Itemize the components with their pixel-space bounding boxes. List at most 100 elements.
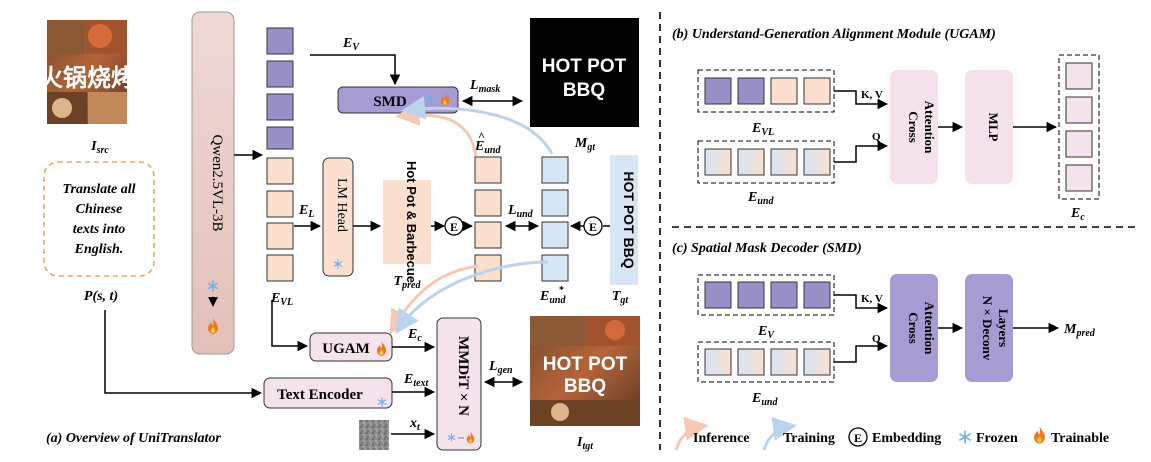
legend: Inference Training E Embedding Frozen Tr…: [674, 416, 1109, 451]
legend-embedding-symbol: E: [854, 431, 862, 445]
prompt-line-3: texts into: [73, 222, 126, 237]
mask-gt-label: Mgt: [574, 136, 596, 153]
evl-to-ugam-arrow: [271, 300, 309, 352]
ugam-mlp-label: MLP: [986, 113, 1001, 142]
mask-gt-image: [530, 18, 639, 127]
smd-kv-arrow: [834, 294, 889, 314]
embedding-node-right: [583, 216, 603, 236]
legend-training-label: Training: [783, 431, 835, 446]
lgen-label: Lgen: [488, 359, 513, 376]
el-label: EL: [298, 203, 314, 220]
tgt-text-label: Tgt: [612, 289, 630, 306]
evl-token-column: [266, 27, 294, 282]
tpred-box: [383, 180, 431, 264]
smd-cross-attention-line-1: Cross: [906, 312, 921, 344]
tgt-text-box: [610, 155, 638, 285]
ugam-evl-label: EVL: [751, 121, 774, 138]
smd-deconv-block: [965, 274, 1013, 382]
ugam-kv-label: K, V: [861, 89, 883, 101]
tpred-text: Hot Pot & Barbecue: [404, 161, 419, 283]
prompt-label: P(s, t): [84, 289, 118, 304]
smd-ev-token: [803, 281, 831, 309]
target-image-label: Itgt: [576, 435, 594, 452]
ugam-cross-attention-block: [890, 70, 938, 184]
smd-cross-attention-line-2: Attention: [922, 302, 937, 355]
legend-embedding-label: Embedding: [872, 431, 941, 446]
eund-hat-caret: ^: [478, 129, 485, 143]
ugam-eund-token: [737, 148, 765, 176]
smd-eund-token: [770, 348, 798, 376]
legend-trainable-icon: [1034, 426, 1045, 444]
ec-label: Ec: [407, 327, 422, 344]
panel-c-title: (c) Spatial Mask Decoder (SMD): [672, 241, 862, 256]
ugam-q-arrow: [834, 140, 889, 163]
ev-label: EV: [342, 36, 360, 53]
target-image-line-2: BBQ: [564, 376, 606, 397]
lmask-label: Lmask: [469, 78, 500, 95]
tgt-text: HOT POT BBQ: [621, 171, 637, 268]
mask-gt-line-2: BBQ: [563, 80, 605, 101]
smd-label: SMD: [373, 94, 407, 110]
embedding-node-right-label: E: [589, 220, 597, 234]
eund-hat-label: Eund: [474, 139, 501, 156]
smd-ev-token: [737, 281, 765, 309]
panel-a: 火锅烧烤 Isrc Translate all Chinese texts in…: [39, 11, 640, 452]
ugam-ec-group: [1058, 54, 1100, 200]
ugam-eund-token: [803, 148, 831, 176]
source-image-label: Isrc: [90, 139, 109, 156]
eund-hat-column: [474, 156, 502, 282]
prompt-line-4: English.: [74, 242, 124, 257]
inference-curve-smd: [395, 102, 478, 157]
training-curve-ugam: [395, 260, 549, 334]
smd-q-label: Q: [872, 333, 881, 345]
smd-mpred-label: Mpred: [1063, 322, 1096, 339]
smd-ev-token: [704, 281, 732, 309]
ugam-mlp-block: [965, 70, 1013, 184]
panel-b: (b) Understand-Generation Alignment Modu…: [672, 27, 1100, 223]
source-image: 火锅烧烤: [39, 20, 135, 124]
text-encoder-label: Text Encoder: [277, 387, 363, 403]
xt-label: xt: [409, 416, 421, 433]
ugam-evl-token: [803, 77, 831, 105]
ev-to-smd-arrow: [310, 54, 401, 86]
panel-b-title: (b) Understand-Generation Alignment Modu…: [672, 27, 996, 42]
ugam-ec-token: [1065, 62, 1093, 90]
source-image-chinese-title: 火锅烧烤: [39, 65, 135, 92]
legend-embedding-icon: [848, 427, 868, 447]
ugam-ec-token: [1065, 130, 1093, 158]
qwen-block: [191, 11, 235, 355]
lm-head-label: LM Head: [334, 178, 349, 232]
prompt-to-text-encoder-arrow: [104, 310, 263, 399]
ugam-evl-token: [737, 77, 765, 105]
ugam-label: UGAM: [322, 341, 370, 357]
smd-eund-label: Eund: [751, 391, 778, 408]
smd-cross-attention-block: [890, 274, 938, 382]
legend-training-arrow: [762, 416, 797, 451]
evl-label: EVL: [270, 291, 293, 308]
ugam-cross-attention-line-1: Cross: [906, 111, 921, 143]
text-encoder-block: [263, 377, 393, 409]
etext-label: Etext: [403, 372, 430, 389]
ugam-ec-label: Ec: [1070, 206, 1085, 223]
ugam-cross-attention-line-2: Attention: [922, 101, 937, 154]
tpred-label: Tpred: [394, 274, 422, 291]
ugam-eund-label: Eund: [747, 190, 774, 207]
smd-deconv-line-2: Layers: [996, 309, 1011, 347]
ugam-q-label: Q: [872, 131, 881, 143]
panel-a-caption: (a) Overview of UniTranslator: [46, 431, 221, 446]
eund-star-label: Eund: [539, 289, 566, 306]
prompt-line-1: Translate all: [63, 182, 136, 197]
mmdit-label: MMDiT × N: [455, 336, 471, 416]
eund-star-mark: *: [559, 285, 564, 296]
lm-head-block: [322, 157, 354, 277]
ugam-kv-arrow: [834, 90, 889, 110]
mask-gt-line-1: HOT POT: [542, 56, 627, 77]
lund-label: Lund: [507, 203, 534, 220]
ugam-ec-token: [1065, 164, 1093, 192]
smd-deconv-line-1: N × Deconv: [980, 296, 995, 361]
smd-kv-label: K, V: [861, 293, 883, 305]
ugam-evl-token: [770, 77, 798, 105]
qwen-label: Qwen2.5VL-3B: [209, 134, 225, 231]
mmdit-block: [436, 317, 482, 451]
